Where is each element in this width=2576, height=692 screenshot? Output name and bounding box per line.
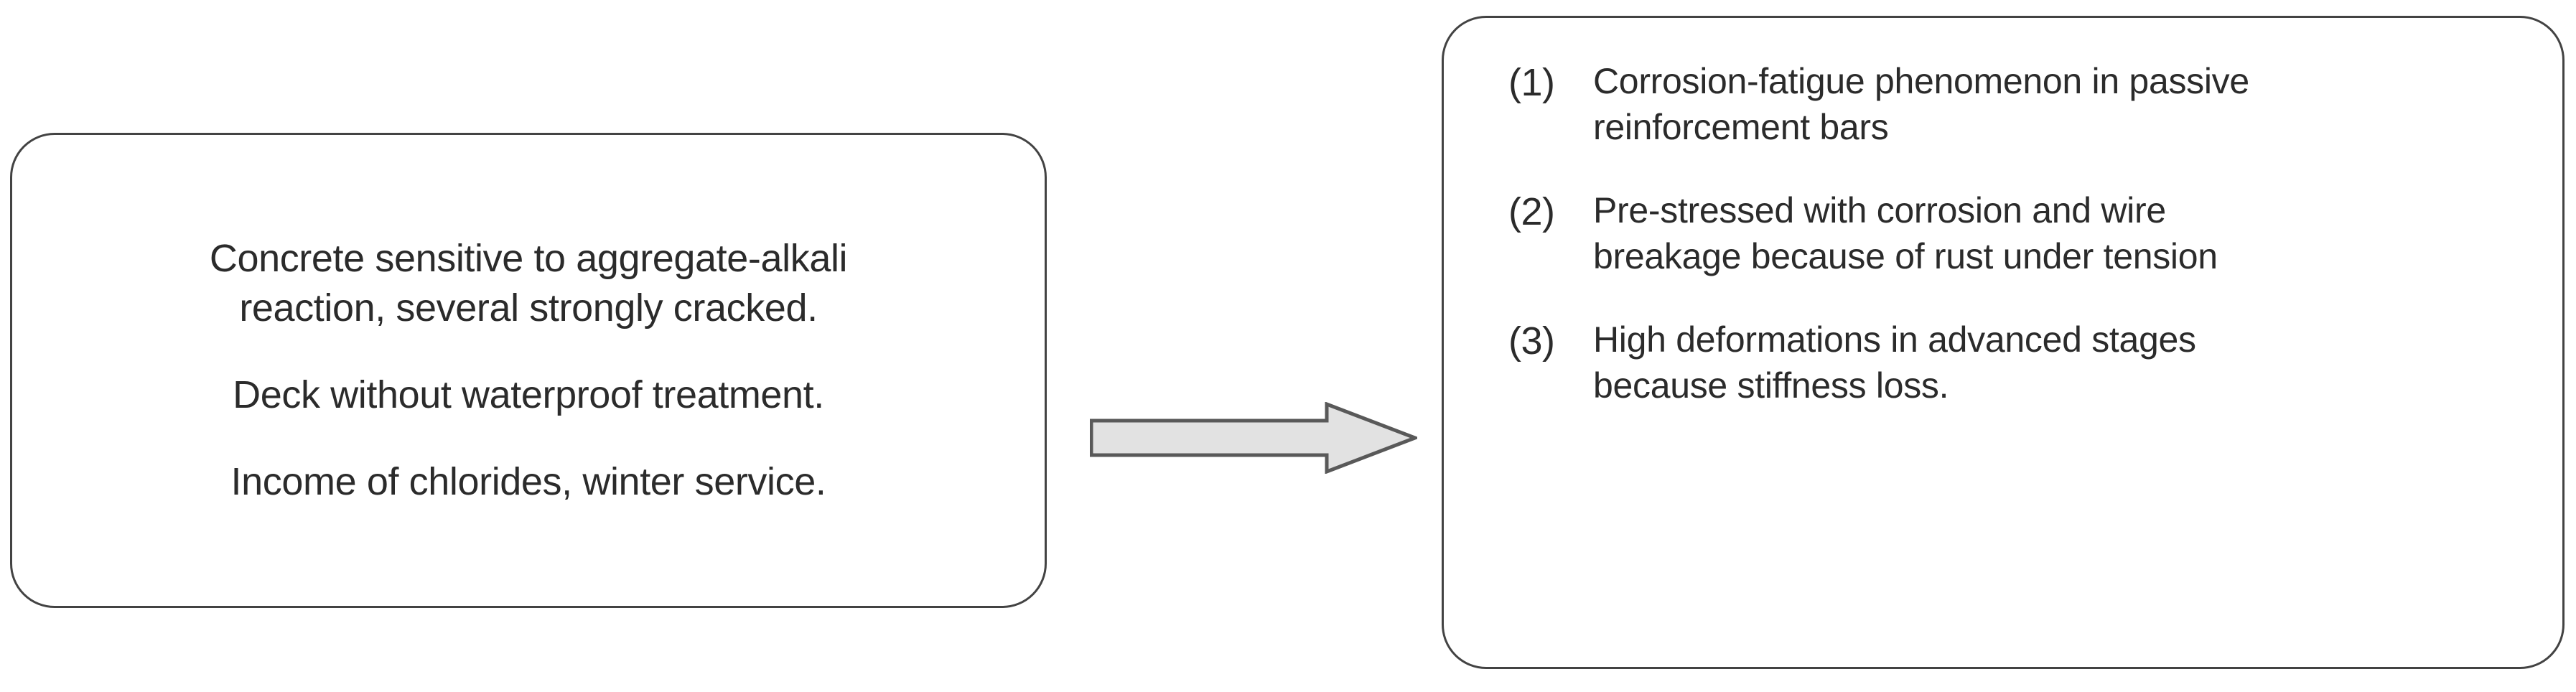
- cause-text-group: Concrete sensitive to aggregate-alkali r…: [12, 135, 1045, 606]
- effect-item-line: High deformations in advanced stages: [1593, 319, 2196, 360]
- effect-item-last-line: because stiffness loss.: [1593, 365, 1949, 406]
- cause-paragraph-3: Income of chlorides, winter service.: [230, 460, 826, 504]
- effect-item-text: Corrosion-fatigue phenomenon in passive …: [1593, 58, 2518, 150]
- cause-paragraph-1: Concrete sensitive to aggregate-alkali r…: [209, 236, 848, 329]
- effect-item-number: (2): [1508, 190, 1555, 233]
- block-arrow-right-icon: [1089, 401, 1421, 474]
- effect-item-number: (1): [1508, 61, 1555, 104]
- cause-paragraph-2: Deck without waterproof treatment.: [233, 373, 824, 416]
- effect-item-line: Corrosion-fatigue phenomenon in passive: [1593, 61, 2249, 101]
- cause-box: Concrete sensitive to aggregate-alkali r…: [10, 133, 1047, 608]
- effect-item-number: (3): [1508, 319, 1555, 363]
- effect-item-text: High deformations in advanced stages bec…: [1593, 317, 2518, 408]
- list-item: (3) High deformations in advanced stages…: [1508, 317, 2518, 408]
- flow-arrow: [1089, 401, 1421, 474]
- list-item: (2) Pre-stressed with corrosion and wire…: [1508, 187, 2518, 279]
- effect-item-text: Pre-stressed with corrosion and wire bre…: [1593, 187, 2518, 279]
- list-item: (1) Corrosion-fatigue phenomenon in pass…: [1508, 58, 2518, 150]
- effect-item-line: Pre-stressed with corrosion and wire: [1593, 190, 2166, 230]
- effect-list: (1) Corrosion-fatigue phenomenon in pass…: [1508, 58, 2518, 627]
- effect-box: (1) Corrosion-fatigue phenomenon in pass…: [1442, 16, 2565, 669]
- effect-item-last-line: reinforcement bars: [1593, 107, 1889, 147]
- effect-item-last-line: breakage because of rust under tension: [1593, 236, 2218, 276]
